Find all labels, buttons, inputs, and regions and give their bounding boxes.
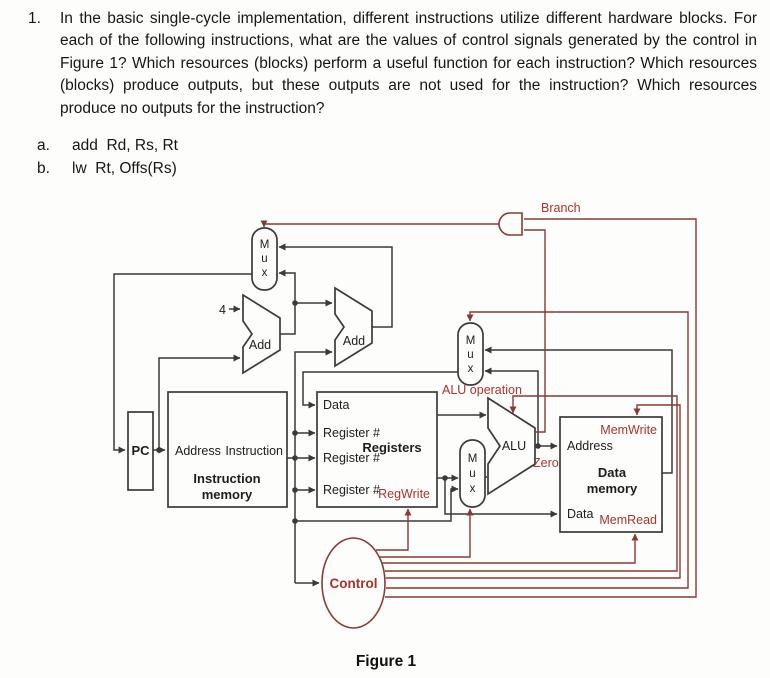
wire-branch-add-to-pcsrc-mux bbox=[278, 243, 393, 328]
memtoreg-mux-letter-m: M bbox=[466, 335, 476, 347]
alu-label: ALU bbox=[502, 439, 526, 453]
dmem-data-label: Data bbox=[567, 507, 593, 521]
question-block: 1. In the basic single-cycle implementat… bbox=[28, 8, 757, 120]
wire-pc-to-add4 bbox=[158, 354, 241, 450]
pcsrc-mux-letter-x: x bbox=[262, 267, 268, 279]
regwrite-label: RegWrite bbox=[378, 487, 430, 501]
junction-pc-out bbox=[156, 447, 162, 453]
pcsrc-mux-letter-m: M bbox=[260, 239, 270, 251]
memtoreg-mux-letter-u: u bbox=[467, 349, 473, 361]
figure-caption: Figure 1 bbox=[356, 653, 417, 670]
part-b-label: b. bbox=[37, 160, 50, 177]
data-memory-block bbox=[559, 416, 663, 533]
junction-instr-offset bbox=[292, 518, 298, 524]
registers-block bbox=[316, 391, 438, 508]
junction-alu-result bbox=[535, 443, 541, 449]
junction-instr-2 bbox=[292, 455, 298, 461]
branch-signal-label: Branch bbox=[541, 201, 581, 215]
memwrite-label: MemWrite bbox=[600, 423, 657, 437]
registers-reg2-label: Register # bbox=[323, 451, 380, 465]
wire-regwrite-signal bbox=[376, 508, 412, 551]
imem-title-line1: Instruction bbox=[193, 471, 260, 486]
alusrc-mux-letter-m: M bbox=[468, 453, 478, 465]
wire-branch-signal bbox=[385, 218, 697, 598]
alu-block bbox=[487, 396, 536, 496]
part-b: b. lw Rt, Offs(Rs) bbox=[37, 157, 178, 180]
imem-instruction-label: Instruction bbox=[225, 444, 283, 458]
memtoreg-mux bbox=[457, 322, 484, 386]
junction-dots bbox=[156, 300, 541, 524]
branch-adder bbox=[334, 286, 373, 368]
alu-operation-label: ALU operation bbox=[442, 383, 522, 397]
alusrc-mux bbox=[459, 439, 486, 508]
data-wires bbox=[113, 243, 673, 587]
alusrc-mux-letter-u: u bbox=[469, 468, 475, 480]
block-labels: 4 PC Address Instruction Instruction mem… bbox=[131, 239, 638, 521]
pc-label: PC bbox=[131, 443, 150, 458]
junction-read-data2 bbox=[442, 475, 448, 481]
registers-reg1-label: Register # bbox=[323, 426, 380, 440]
pcsrc-mux-letter-u: u bbox=[261, 253, 267, 265]
zero-signal-label: Zero bbox=[533, 456, 559, 470]
part-a-label: a. bbox=[37, 137, 50, 154]
wire-alusrc-select bbox=[380, 508, 474, 558]
control-label: Control bbox=[330, 576, 378, 591]
question-number: 1. bbox=[28, 10, 41, 27]
wire-read-data2-to-data-memory bbox=[444, 478, 558, 518]
wire-andgate-to-pcsrc-select bbox=[260, 220, 499, 228]
imem-title-line2: memory bbox=[202, 487, 253, 502]
wire-aluop-signal bbox=[385, 395, 678, 572]
memtoreg-mux-letter-x: x bbox=[468, 363, 474, 375]
wire-zero-to-andgate bbox=[524, 229, 546, 433]
control-unit bbox=[321, 537, 386, 629]
wire-memread-signal bbox=[382, 533, 639, 564]
dmem-address-label: Address bbox=[567, 439, 613, 453]
datapath-blocks bbox=[127, 227, 663, 533]
wire-alu-result-to-wb-mux bbox=[484, 367, 539, 446]
question-parts: a. add Rd, Rs, Rt b. lw Rt, Offs(Rs) bbox=[37, 134, 178, 180]
registers-reg3-label: Register # bbox=[323, 483, 380, 497]
instruction-memory-block bbox=[167, 391, 288, 508]
junction-instr-3 bbox=[292, 487, 298, 493]
wire-memwrite-signal bbox=[386, 404, 681, 579]
registers-title: Registers bbox=[362, 440, 421, 455]
wire-data-memory-to-wb-mux bbox=[484, 346, 673, 474]
add4-label: Add bbox=[249, 338, 271, 352]
wire-instruction-bus bbox=[294, 348, 333, 583]
wire-offset-to-alusrc-mux bbox=[295, 485, 459, 522]
add4-adder bbox=[242, 293, 281, 375]
registers-data-label: Data bbox=[323, 398, 349, 412]
alusrc-mux-letter-x: x bbox=[470, 483, 476, 495]
control-signal-labels: Branch Zero ALU operation RegWrite MemWr… bbox=[330, 201, 658, 591]
part-b-instruction: lw Rt, Offs(Rs) bbox=[72, 160, 177, 177]
wire-memtoreg-select bbox=[386, 311, 689, 589]
junction-pc4 bbox=[292, 300, 298, 306]
memread-label: MemRead bbox=[599, 513, 657, 527]
wire-wb-mux-to-registers bbox=[302, 371, 458, 409]
dmem-title-line1: Data bbox=[598, 465, 627, 480]
junction-instr-1 bbox=[292, 430, 298, 436]
branch-add-label: Add bbox=[343, 334, 365, 348]
constant-4-label: 4 bbox=[219, 303, 226, 317]
pcsrc-mux bbox=[251, 227, 278, 291]
branch-and-gate bbox=[498, 212, 523, 236]
pc-block bbox=[127, 411, 154, 491]
wire-pcsrc-mux-to-pc bbox=[113, 273, 252, 454]
part-a: a. add Rd, Rs, Rt bbox=[37, 134, 178, 157]
imem-address-label: Address bbox=[175, 444, 221, 458]
dmem-title-line2: memory bbox=[587, 481, 638, 496]
question-text: In the basic single-cycle implementation… bbox=[60, 10, 757, 117]
control-wires bbox=[260, 218, 697, 598]
control-shapes bbox=[321, 212, 523, 629]
part-a-instruction: add Rd, Rs, Rt bbox=[72, 137, 178, 154]
